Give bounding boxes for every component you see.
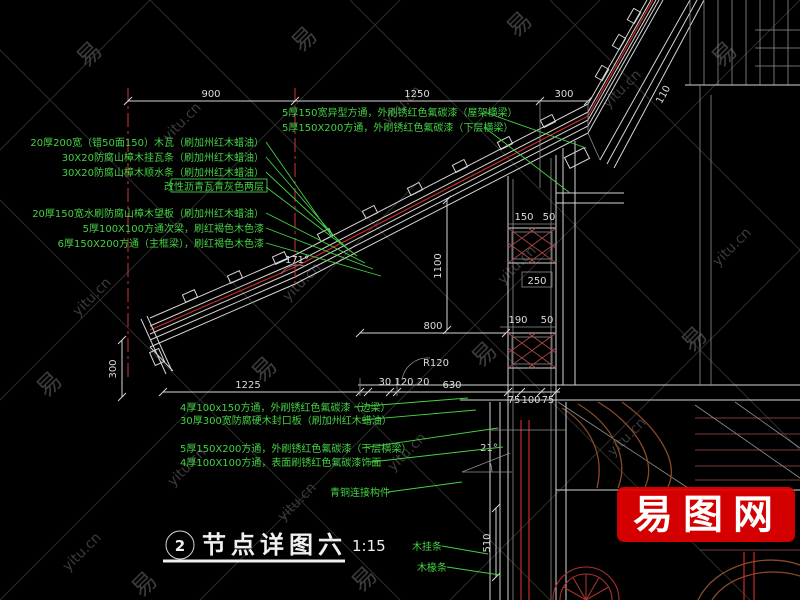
annotation-right: 5厚150X200方通，外刷锈红色氟碳漆（下层横梁） xyxy=(282,121,513,134)
lower-posts xyxy=(489,402,567,600)
dim-col-75a: 75 xyxy=(508,395,521,406)
dim-250: 250 xyxy=(527,276,546,287)
dimension-layer: 900 1250 300 110 300 1225 30 120 20 630 … xyxy=(108,84,673,582)
dim-col-100: 100 xyxy=(521,395,540,406)
annotation-left: 30X20防腐山樟木顺水条（刷加州红木蜡油） xyxy=(62,166,264,179)
title-block: 2 节点详图六 1:15 xyxy=(163,530,386,563)
dim-bottom-cluster: 30 120 20 xyxy=(379,377,430,388)
watermark-char: 易 xyxy=(466,336,503,373)
dim-bottom-630: 630 xyxy=(442,380,461,391)
label-bronze-connector: 青铜连接构件 xyxy=(330,486,390,499)
roof-stack xyxy=(149,103,589,348)
decorative-sun-bracket xyxy=(552,566,620,600)
annotation-left: 20厚200宽（错50面150）木瓦（刷加州红木蜡油） xyxy=(30,136,264,149)
annotation-right: 5厚150宽异型方通，外刷锈红色氟碳漆（屋架横梁） xyxy=(282,106,517,119)
under-roof-wall xyxy=(556,141,624,385)
dim-50b: 50 xyxy=(541,315,554,326)
annotation-left: 20厚150宽水刷防腐山樟木望板（刷加州红木蜡油） xyxy=(32,207,264,220)
watermark-char: 易 xyxy=(706,36,743,73)
annotation-bottom: 5厚150X200方通，外刷锈红色氟碳漆（下层横梁） xyxy=(180,442,411,455)
roof-battens xyxy=(181,7,642,303)
hatch-box-lower xyxy=(507,332,557,369)
drawing-title: 节点详图六 xyxy=(202,531,347,559)
dim-top-300: 300 xyxy=(554,89,573,100)
dim-1100: 1100 xyxy=(433,253,444,278)
detail-number: 2 xyxy=(175,537,185,555)
steep-roof xyxy=(587,0,705,169)
bottom-right-wood-corner xyxy=(697,549,800,600)
watermark-char: 易 xyxy=(31,366,68,403)
eave-end xyxy=(140,315,174,375)
dim-r120: R120 xyxy=(423,358,449,369)
dim-800: 800 xyxy=(423,321,442,332)
dim-top-1250: 1250 xyxy=(404,89,429,100)
dim-col-75b: 75 xyxy=(542,395,555,406)
dim-250-box xyxy=(521,271,553,288)
annotation-bottom: 4厚100x150方通，外刷锈红色氟碳漆（边梁） xyxy=(180,401,390,414)
label-wood-rafter: 木椽条 xyxy=(417,561,447,574)
watermark-text: yitu.cn xyxy=(275,480,320,525)
watermark-text: yitu.cn xyxy=(60,530,105,575)
watermark-char: 易 xyxy=(346,561,383,598)
watermark-char: 易 xyxy=(126,566,163,600)
dim-150: 150 xyxy=(514,212,533,223)
centerlines xyxy=(127,88,296,380)
watermark-text: yitu.cn xyxy=(710,225,755,270)
label-wood-strip: 木挂条 xyxy=(412,540,442,553)
dim-eave-300: 300 xyxy=(108,359,119,378)
logo-background xyxy=(617,487,795,542)
dim-190: 190 xyxy=(508,315,527,326)
site-logo: 易图网 xyxy=(617,487,795,542)
dim-50a: 50 xyxy=(543,212,556,223)
dim-bottom-1225: 1225 xyxy=(235,380,260,391)
annotation-bottom: 30厚300宽防腐硬木封口板（刷加州红木蜡油） xyxy=(180,414,392,427)
hatch-box-upper xyxy=(507,227,557,264)
bend-connection-plate xyxy=(563,146,591,170)
annotation-left: 30X20防腐山樟木挂瓦条（刷加州红木蜡油） xyxy=(62,151,264,164)
watermark-char: 易 xyxy=(286,21,323,58)
dim-angle-171: 171° xyxy=(285,255,309,266)
highlight-box xyxy=(170,178,268,193)
watermark-text: yitu.cn xyxy=(70,275,115,320)
annotation-bottom: 4厚100X100方通，表面刷锈红色氟碳漆饰面 xyxy=(180,456,381,469)
annotation-left: 改性沥青瓦青灰色两层 xyxy=(164,180,264,193)
annotation-layer: 20厚200宽（错50面150）木瓦（刷加州红木蜡油） 30X20防腐山樟木挂瓦… xyxy=(30,106,587,576)
watermark-char: 易 xyxy=(676,321,713,358)
logo-text: 易图网 xyxy=(633,492,783,538)
detail-number-circle xyxy=(165,530,195,560)
watermark-char: 易 xyxy=(501,6,538,43)
dim-510: 510 xyxy=(482,533,493,552)
top-right-wall-grid xyxy=(685,0,800,385)
watermark-char: 易 xyxy=(71,36,108,73)
annotation-left: 6厚150X200方通（主框梁），刷红褐色木色漆 xyxy=(58,237,264,250)
annotation-left: 5厚100X100方通次梁，刷红褐色木色漆 xyxy=(83,222,264,235)
wood-grain-section xyxy=(557,401,800,489)
dim-top-900: 900 xyxy=(201,89,220,100)
drawing-scale: 1:15 xyxy=(352,537,386,555)
